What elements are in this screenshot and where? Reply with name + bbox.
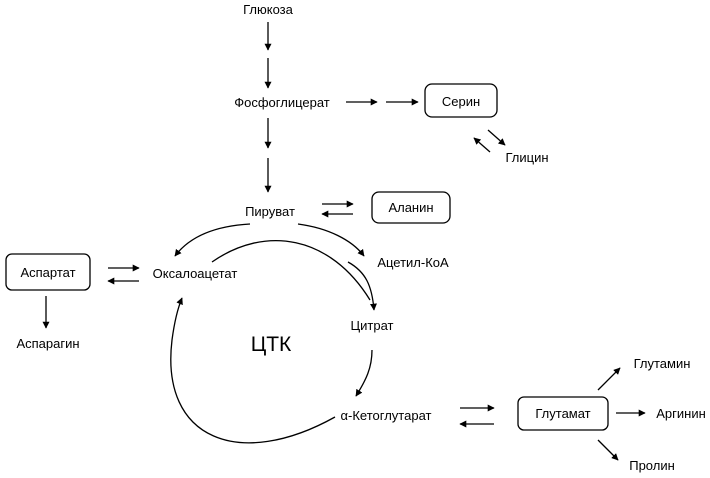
- asparagine-label: Аспарагин: [16, 336, 79, 351]
- acetyl-coa-label: Ацетил-КоА: [377, 255, 449, 270]
- phosphoglycerate-label: Фосфоглицерат: [234, 95, 330, 110]
- glutamate-box: [517, 396, 609, 431]
- citrate-label: Цитрат: [351, 318, 394, 333]
- arrow-pyruvate-to-acetyl-coa: [297, 223, 365, 257]
- arrow-glutamate-to-proline: [597, 439, 619, 461]
- arrow-pyruvate-to-oxaloacetate: [174, 223, 251, 257]
- glycine-label: Глицин: [505, 150, 548, 165]
- serine-box: [424, 83, 498, 118]
- alanine-box: [371, 191, 451, 224]
- tca-arc-oxaloacetate-to-citrate: [211, 240, 371, 301]
- pyruvate-label: Пируват: [245, 204, 295, 219]
- aspartate-label: Аспартат: [20, 265, 75, 280]
- arrow-acetyl-coa-to-citrate: [347, 261, 377, 311]
- arrow-glutamate-to-glutamine: [597, 367, 621, 391]
- arrows-ketoglutarate-glutamate: [459, 404, 495, 428]
- proline-label: Пролин: [629, 458, 675, 473]
- tca-label: ЦТК: [251, 333, 292, 356]
- aspartate-box: [5, 253, 91, 291]
- oxaloacetate-label: Оксалоацетат: [153, 266, 238, 281]
- alpha-ketoglutarate-label: α-Кетоглутарат: [341, 408, 432, 423]
- arrow-citrate-to-ketoglutarate: [355, 349, 373, 397]
- glutamate-label: Глутамат: [535, 406, 590, 421]
- glucose-label: Глюкоза: [243, 2, 294, 17]
- serine-label: Серин: [442, 94, 480, 109]
- arrows-aspartate-oxaloacetate: [107, 264, 140, 285]
- arrows-serine-glycine: [473, 129, 506, 153]
- glutamine-label: Глутамин: [634, 356, 691, 371]
- arrows-pyruvate-alanine: [321, 200, 354, 218]
- arginine-label: Аргинин: [656, 406, 706, 421]
- alanine-label: Аланин: [388, 200, 433, 215]
- tca-arc-ketoglutarate-to-oxaloacetate: [170, 297, 336, 444]
